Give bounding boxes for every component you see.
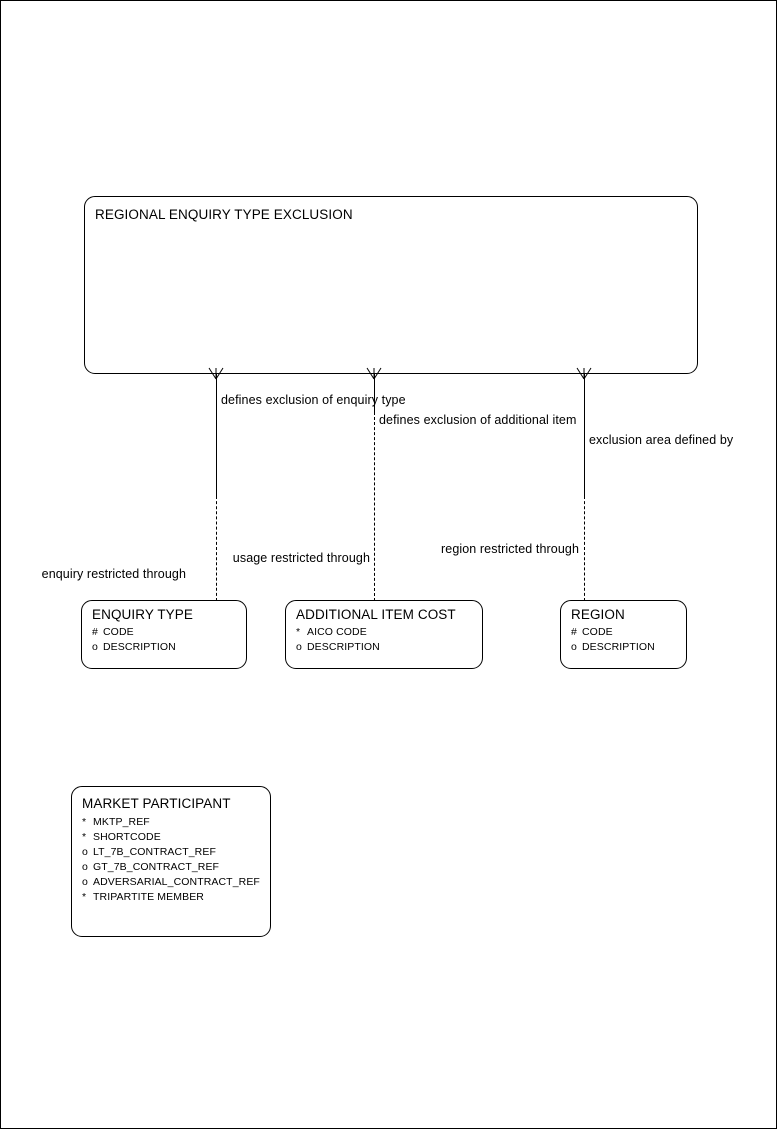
- attribute-name: DESCRIPTION: [103, 641, 176, 653]
- relationship-label-defines-exclusion-of-enquiry-type: defines exclusion of enquiry type: [221, 393, 406, 407]
- attribute-row: o ADVERSARIAL_CONTRACT_REF: [82, 875, 270, 890]
- attribute-row: # CODE: [92, 625, 246, 640]
- entity-additional-item-cost[interactable]: ADDITIONAL ITEM COST * AICO CODE o DESCRIP…: [285, 600, 483, 669]
- attribute-row: * MKTP_REF: [82, 815, 270, 830]
- entity-enquiry-type[interactable]: ENQUIRY TYPE # CODE o DESCRIPTION: [81, 600, 247, 669]
- attribute-marker: o: [82, 876, 88, 888]
- entity-title: ADDITIONAL ITEM COST: [296, 607, 456, 622]
- attribute-marker: #: [571, 626, 577, 638]
- attribute-marker: *: [82, 891, 87, 903]
- attribute-name: CODE: [582, 626, 613, 638]
- attribute-name: GT_7B_CONTRACT_REF: [93, 861, 220, 873]
- relationship-line-additional-dashed: [374, 412, 375, 601]
- attribute-marker: *: [82, 831, 87, 843]
- attribute-marker: o: [296, 641, 302, 653]
- attribute-name: MKTP_REF: [93, 816, 150, 828]
- attribute-name: ADVERSARIAL_CONTRACT_REF: [93, 876, 260, 888]
- entity-regional-enquiry-type-exclusion[interactable]: REGIONAL ENQUIRY TYPE EXCLUSION: [84, 196, 698, 374]
- relationship-line-enquiry-dashed: [216, 496, 217, 601]
- relationship-line-region-solid: [584, 374, 585, 496]
- attribute-list: # CODE o DESCRIPTION: [571, 625, 686, 655]
- entity-title: ENQUIRY TYPE: [92, 607, 193, 622]
- attribute-row: * AICO CODE: [296, 625, 482, 640]
- attribute-row: o LT_7B_CONTRACT_REF: [82, 845, 270, 860]
- attribute-marker: o: [92, 641, 98, 653]
- attribute-marker: #: [92, 626, 98, 638]
- attribute-list: * AICO CODE o DESCRIPTION: [296, 625, 482, 655]
- entity-title: REGIONAL ENQUIRY TYPE EXCLUSION: [95, 207, 353, 222]
- attribute-name: DESCRIPTION: [307, 641, 380, 653]
- relationship-label-enquiry-restricted-through: enquiry restricted through: [41, 567, 186, 581]
- attribute-name: AICO CODE: [307, 626, 367, 638]
- entity-market-participant[interactable]: MARKET PARTICIPANT * MKTP_REF * SHORTCODE …: [71, 786, 271, 937]
- relationship-line-region-dashed: [584, 496, 585, 601]
- attribute-row: o DESCRIPTION: [296, 640, 482, 655]
- entity-title: REGION: [571, 607, 625, 622]
- attribute-name: TRIPARTITE MEMBER: [93, 891, 204, 903]
- relationship-label-region-restricted-through: region restricted through: [441, 542, 579, 556]
- attribute-row: o DESCRIPTION: [571, 640, 686, 655]
- entity-region[interactable]: REGION # CODE o DESCRIPTION: [560, 600, 687, 669]
- attribute-marker: o: [82, 861, 88, 873]
- attribute-row: # CODE: [571, 625, 686, 640]
- relationship-label-exclusion-area-defined-by: exclusion area defined by: [589, 433, 734, 447]
- attribute-name: CODE: [103, 626, 134, 638]
- relationship-line-enquiry-solid: [216, 374, 217, 496]
- attribute-list: # CODE o DESCRIPTION: [92, 625, 246, 655]
- attribute-name: DESCRIPTION: [582, 641, 655, 653]
- attribute-list: * MKTP_REF * SHORTCODE o LT_7B_CONTRACT_REF…: [82, 815, 270, 905]
- attribute-row: * TRIPARTITE MEMBER: [82, 890, 270, 905]
- attribute-name: SHORTCODE: [93, 831, 161, 843]
- attribute-marker: *: [82, 816, 87, 828]
- relationship-line-additional-solid: [374, 374, 375, 412]
- attribute-marker: *: [296, 626, 301, 638]
- attribute-row: * SHORTCODE: [82, 830, 270, 845]
- attribute-name: LT_7B_CONTRACT_REF: [93, 846, 216, 858]
- attribute-row: o GT_7B_CONTRACT_REF: [82, 860, 270, 875]
- attribute-marker: o: [82, 846, 88, 858]
- relationship-label-usage-restricted-through: usage restricted through: [232, 551, 370, 565]
- attribute-row: o DESCRIPTION: [92, 640, 246, 655]
- attribute-marker: o: [571, 641, 577, 653]
- relationship-label-defines-exclusion-of-additional-item: defines exclusion of additional item: [379, 413, 577, 427]
- entity-title: MARKET PARTICIPANT: [82, 796, 231, 811]
